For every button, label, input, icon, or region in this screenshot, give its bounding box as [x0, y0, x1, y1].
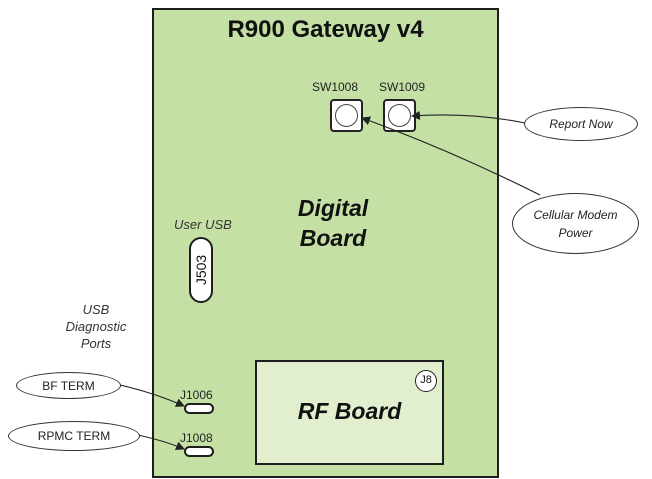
arrow-bf-term — [119, 384, 185, 407]
callout-rpmc-term-text: RPMC TERM — [37, 429, 111, 443]
digital-board-label: Digital Board — [283, 193, 383, 253]
user-usb-connector: J503 — [189, 237, 213, 303]
user-usb-label: User USB — [174, 217, 232, 232]
usb-diagnostic-line3: Ports — [80, 336, 112, 351]
callout-cellular-line1: Cellular Modem — [533, 207, 618, 222]
rf-connector-j8: J8 — [415, 370, 437, 392]
arrow-rpmc-term — [137, 434, 185, 451]
callout-cellular-modem-power: Cellular Modem Power — [512, 193, 639, 254]
rf-board-label: RF Board — [297, 398, 402, 424]
usb-diagnostic-line2: Diagnostic — [65, 319, 127, 334]
digital-board-line1: Digital — [297, 195, 369, 221]
callout-bf-term-text: BF TERM — [42, 378, 95, 393]
switch-label-sw1008: SW1008 — [312, 80, 359, 94]
callout-rpmc-term: RPMC TERM — [8, 421, 140, 451]
arrow-report-now — [411, 110, 526, 124]
switch-sw1008-button-icon — [335, 104, 358, 127]
switch-sw1009-button-icon — [388, 104, 411, 127]
callout-report-now-text: Report Now — [549, 117, 613, 131]
port-label-j1006: J1006 — [180, 388, 213, 402]
port-j1008 — [184, 446, 214, 457]
callout-report-now: Report Now — [524, 107, 638, 141]
usb-diagnostic-line1: USB — [82, 302, 110, 317]
port-label-j1008: J1008 — [180, 431, 213, 445]
digital-board-line2: Board — [299, 225, 367, 251]
callout-bf-term: BF TERM — [16, 372, 121, 399]
port-j1006 — [184, 403, 214, 414]
arrow-cellular-modem — [361, 116, 541, 196]
switch-sw1008 — [330, 99, 363, 132]
rf-board — [255, 360, 444, 465]
usb-diagnostic-heading: USB Diagnostic Ports — [56, 301, 136, 352]
callout-cellular-line2: Power — [558, 225, 593, 240]
switch-label-sw1009: SW1009 — [379, 80, 426, 94]
board-title: R900 Gateway v4 — [227, 16, 424, 43]
